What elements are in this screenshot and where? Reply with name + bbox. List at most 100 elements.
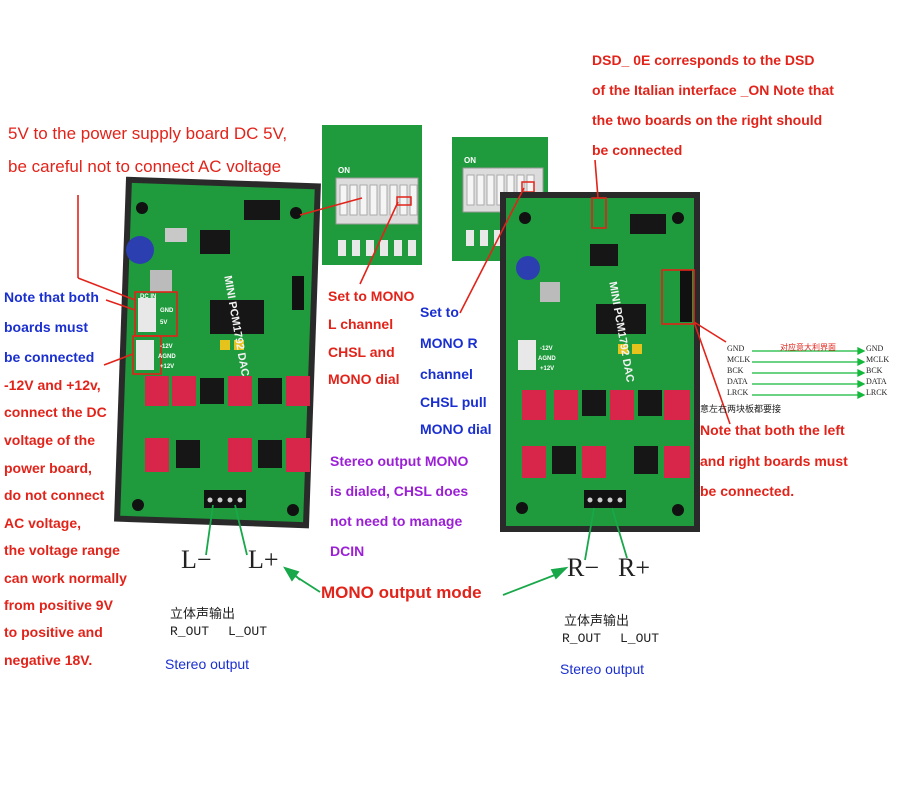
- film-capacitor: [582, 446, 606, 478]
- regulator: [540, 282, 560, 302]
- l-out-label: L_OUT: [620, 631, 660, 646]
- left-note-line: the voltage range: [4, 542, 120, 558]
- film-capacitor: [228, 438, 252, 472]
- annotation-markers: [77, 159, 731, 425]
- op-amp: [258, 378, 282, 404]
- right-note-line: and right boards must: [700, 453, 848, 469]
- pm12v-connector: [518, 340, 536, 370]
- op-amp: [634, 446, 658, 474]
- pcb-label-p12v: +12V: [160, 364, 175, 370]
- left-note-line: power board,: [4, 460, 92, 476]
- mounting-hole: [516, 502, 528, 514]
- op-amp: [552, 446, 576, 474]
- left-note-line: connect the DC: [4, 404, 107, 420]
- stereo-output-line: not need to manage: [330, 513, 463, 529]
- i2s-header: [292, 276, 304, 310]
- electrolytic-capacitor: [516, 256, 540, 280]
- left-note-line: -12V and +12v,: [4, 377, 101, 393]
- left-note-line: negative 18V.: [4, 652, 93, 668]
- film-capacitor: [286, 376, 310, 406]
- left-note-line: from positive 9V: [4, 597, 113, 613]
- film-capacitor: [664, 446, 690, 478]
- film-capacitor: [522, 390, 546, 420]
- film-capacitor: [610, 390, 634, 420]
- i2s-pin-right: BCK: [866, 366, 883, 375]
- set-mono-l-line: Set to MONO: [328, 288, 415, 304]
- set-mono-l-line: L channel: [328, 316, 394, 332]
- right-note-line: be connected.: [700, 483, 795, 499]
- left-note-line: do not connect: [4, 487, 105, 503]
- set-mono-l-line: CHSL and: [328, 344, 395, 360]
- left-dip-closeup: [322, 125, 422, 265]
- left-note-line: Note that both: [4, 289, 99, 305]
- pcb-label-agnd-r: AGND: [538, 356, 556, 362]
- ic-chip: [244, 200, 280, 220]
- stereo-output-caption: Stereo output: [560, 661, 645, 677]
- dsd-line: be connected: [592, 142, 683, 158]
- i2s-pin-left: LRCK: [727, 388, 749, 397]
- set-mono-l-line: MONO dial: [328, 371, 400, 387]
- i2s-pin-left: BCK: [727, 366, 744, 375]
- dip-on-label-right: ON: [464, 156, 476, 165]
- r-out-label: R_OUT: [170, 624, 210, 639]
- film-capacitor: [145, 438, 169, 472]
- power-supply-note-line1: 5V to the power supply board DC 5V,: [8, 124, 288, 143]
- dac-chip: [596, 304, 646, 334]
- set-mono-r-line: channel: [420, 366, 473, 382]
- output-header: [204, 490, 246, 508]
- dsd-line: the two boards on the right should: [592, 112, 823, 128]
- mono-output-mode-label: MONO output mode: [321, 583, 482, 602]
- ic-chip: [630, 214, 666, 234]
- mounting-hole: [672, 212, 684, 224]
- dip-on-label-left: ON: [338, 166, 350, 175]
- stereo-output-line: Stereo output MONO: [330, 453, 469, 469]
- stereo-output-caption: Stereo output: [165, 656, 250, 672]
- dc-in-connector: [138, 298, 156, 332]
- set-mono-r-line: CHSL pull: [420, 394, 487, 410]
- i2s-header: [680, 270, 692, 322]
- left-note-line: be connected: [4, 349, 95, 365]
- ic-chip: [590, 244, 618, 266]
- i2s-interface-title: 对应意大利界面: [780, 343, 836, 352]
- pcb-label-gnd: GND: [160, 308, 174, 314]
- op-amp: [200, 378, 224, 404]
- film-capacitor: [172, 376, 196, 406]
- pcb-label-dcin: DC IN: [140, 294, 157, 300]
- crystal: [165, 228, 187, 242]
- i2s-pin-right: DATA: [866, 377, 887, 386]
- i2s-pin-right: MCLK: [866, 355, 890, 364]
- stereo-output-chinese: 立体声输出: [170, 607, 236, 622]
- l-out-label: L_OUT: [228, 624, 268, 639]
- film-capacitor: [286, 438, 310, 472]
- right-note-line: Note that both the left: [700, 422, 845, 438]
- output-arrows: [205, 504, 628, 596]
- r-out-label: R_OUT: [562, 631, 602, 646]
- pcb-label-m12v: -12V: [160, 344, 173, 350]
- i2s-pin-left: MCLK: [727, 355, 751, 364]
- op-amp: [258, 440, 282, 468]
- left-note-line: to positive and: [4, 624, 103, 640]
- electrolytic-capacitor: [126, 236, 154, 264]
- pm12v-connector: [136, 340, 154, 370]
- left-note-line: voltage of the: [4, 432, 96, 448]
- pcb-label-p12v-r: +12V: [540, 366, 555, 372]
- l-plus-label: L+: [248, 545, 279, 574]
- op-amp: [176, 440, 200, 468]
- pcb-label-5v: 5V: [160, 320, 168, 326]
- dac-chip: [210, 300, 264, 334]
- i2s-pin-right: GND: [866, 344, 884, 353]
- dsd-line: of the Italian interface _ON Note that: [592, 82, 834, 98]
- i2s-mapping-arrows: [752, 346, 866, 400]
- mounting-hole: [287, 504, 299, 516]
- left-note-line: AC voltage,: [4, 515, 82, 531]
- set-mono-r-line: MONO R: [420, 335, 478, 351]
- mounting-hole: [290, 207, 302, 219]
- i2s-pin-left: GND: [727, 344, 745, 353]
- film-capacitor: [145, 376, 169, 406]
- right-dac-board: [500, 192, 700, 532]
- i2s-pin-right: LRCK: [866, 388, 888, 397]
- regulator: [150, 270, 172, 292]
- r-plus-label: R+: [618, 553, 651, 582]
- mounting-hole: [136, 202, 148, 214]
